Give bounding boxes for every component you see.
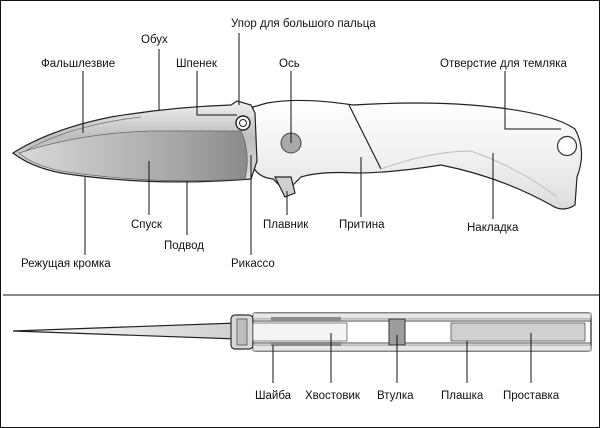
label-tang: Хвостовик [305, 390, 361, 402]
label-grind: Спуск [131, 219, 163, 231]
label-washer: Шайба [255, 390, 292, 402]
top-scale-lower [252, 344, 592, 352]
label-ricasso: Рикассо [231, 258, 275, 270]
label-flipper: Плавник [263, 219, 309, 231]
top-tang [252, 322, 348, 342]
label-bushing: Втулка [377, 390, 414, 402]
lanyard-hole-circle [556, 135, 578, 157]
grind-area [18, 130, 248, 182]
thumb-stud-inner [239, 119, 247, 127]
top-blade [12, 322, 238, 340]
top-view [12, 312, 592, 383]
top-pivot-screw [236, 318, 248, 346]
top-washer-lower [271, 342, 341, 346]
bolster-scale-divider [348, 104, 382, 170]
top-scale-upper [252, 312, 592, 320]
top-spacer [450, 322, 586, 342]
label-bolster: Притина [339, 219, 385, 231]
label-cutting-edge: Режущая кромка [21, 258, 111, 270]
label-spine: Обух [141, 34, 168, 46]
side-view [11, 33, 583, 255]
label-false-edge: Фальшлезвие [41, 58, 115, 70]
flipper-shape [274, 176, 296, 198]
leader-lanyard [504, 71, 561, 130]
handle-body [250, 99, 583, 210]
false-edge-line [24, 116, 142, 152]
label-pivot: Ось [279, 58, 300, 70]
label-thumb-rest: Упор для большого пальца [231, 18, 376, 30]
leader-thumb-stud [196, 71, 237, 116]
label-liner: Плашка [441, 390, 484, 402]
label-bevel: Подвод [164, 240, 204, 252]
label-thumb-stud: Шпенек [176, 58, 218, 70]
label-spacer: Проставка [503, 390, 560, 402]
thumb-stud-shape [235, 115, 251, 131]
top-washer-upper [271, 317, 341, 321]
label-handle-scale: Накладка [467, 222, 519, 234]
label-lanyard-hole: Отверстие для темляка [440, 58, 568, 70]
scale-highlight [380, 150, 558, 198]
